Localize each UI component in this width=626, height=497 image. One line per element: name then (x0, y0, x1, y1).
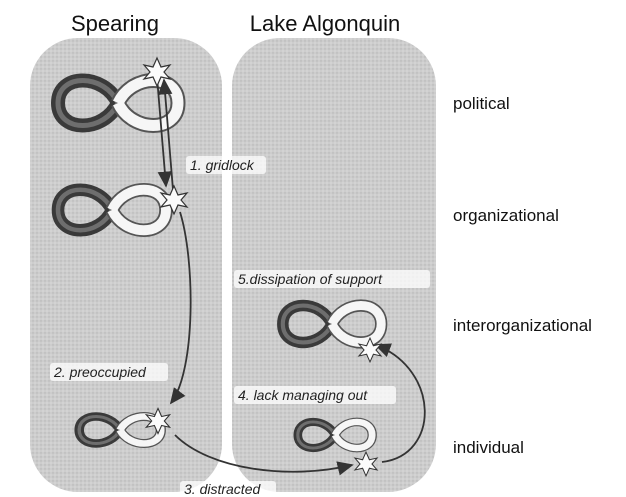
left-column-title: Spearing (71, 11, 159, 36)
step-label-distracted: 3. distracted (184, 481, 261, 497)
level-label-organizational: organizational (453, 206, 559, 225)
step-label-preoccupied: 2. preoccupied (53, 364, 147, 380)
step-label-dissipation-of-support: 5.dissipation of support (238, 271, 383, 287)
level-label-individual: individual (453, 438, 524, 457)
lake-algonquin-panel (232, 38, 436, 492)
right-column-title: Lake Algonquin (250, 11, 400, 36)
level-label-political: political (453, 94, 510, 113)
level-label-interorganizational: interorganizational (453, 316, 592, 335)
step-label-gridlock: 1. gridlock (190, 157, 255, 173)
step-label-lack-managing-out: 4. lack managing out (238, 387, 368, 403)
